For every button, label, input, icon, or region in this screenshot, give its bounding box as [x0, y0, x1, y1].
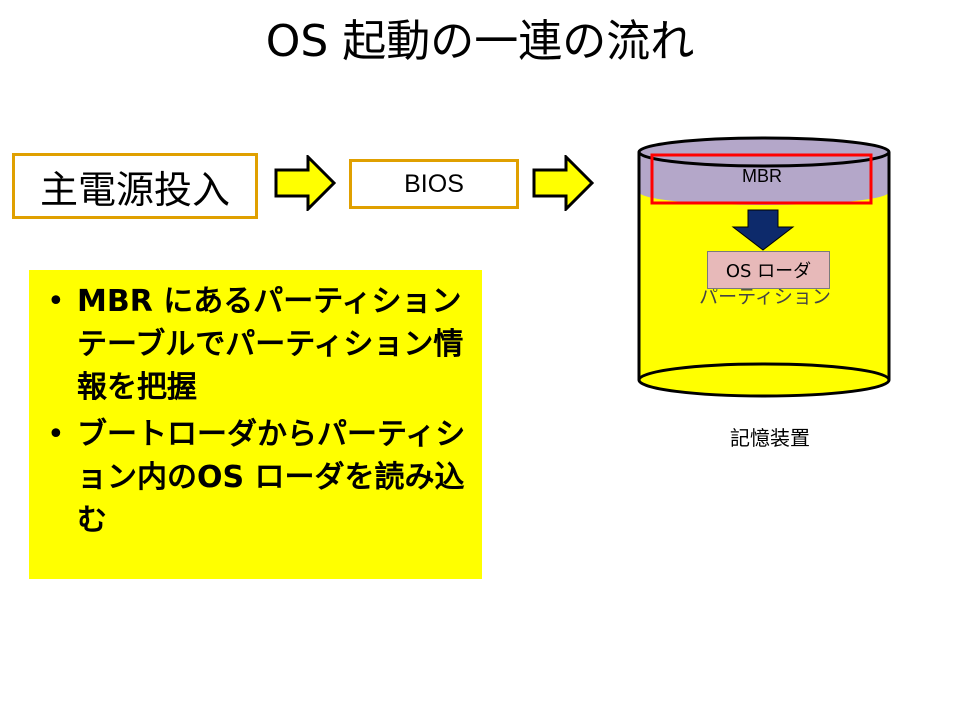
mbr-label: MBR — [742, 166, 782, 186]
storage-cylinder-icon — [637, 136, 891, 398]
cylinder-bottom — [637, 362, 891, 398]
bullet-list: MBR にあるパーティションテーブルでパーティション情報を把握 ブートローダから… — [43, 280, 474, 542]
page-title: OS 起動の一連の流れ — [265, 16, 695, 67]
bullet-item: MBR にあるパーティションテーブルでパーティション情報を把握 — [43, 280, 474, 409]
cylinder-top — [637, 136, 891, 168]
bullet-item: ブートローダからパーティション内のOS ローダを読み込む — [43, 413, 474, 542]
mbr-region-bottom — [639, 179, 889, 205]
os-loader-box: OS ローダ — [707, 251, 830, 289]
right-arrow-icon — [274, 155, 336, 211]
os-loader-label: OS ローダ — [725, 261, 812, 282]
power-on-label: 主電源投入 — [39, 167, 230, 212]
down-arrow-icon — [731, 209, 795, 251]
mbr-highlight — [650, 153, 873, 205]
bios-step: BIOS — [349, 159, 519, 209]
storage-device-label: 記憶装置 — [730, 426, 810, 450]
power-on-step: 主電源投入 — [12, 153, 258, 219]
bullet-panel: MBR にあるパーティションテーブルでパーティション情報を把握 ブートローダから… — [29, 270, 482, 579]
partition-label: パーティション — [699, 286, 831, 308]
right-arrow-icon — [532, 155, 594, 211]
bios-label: BIOS — [404, 169, 464, 198]
